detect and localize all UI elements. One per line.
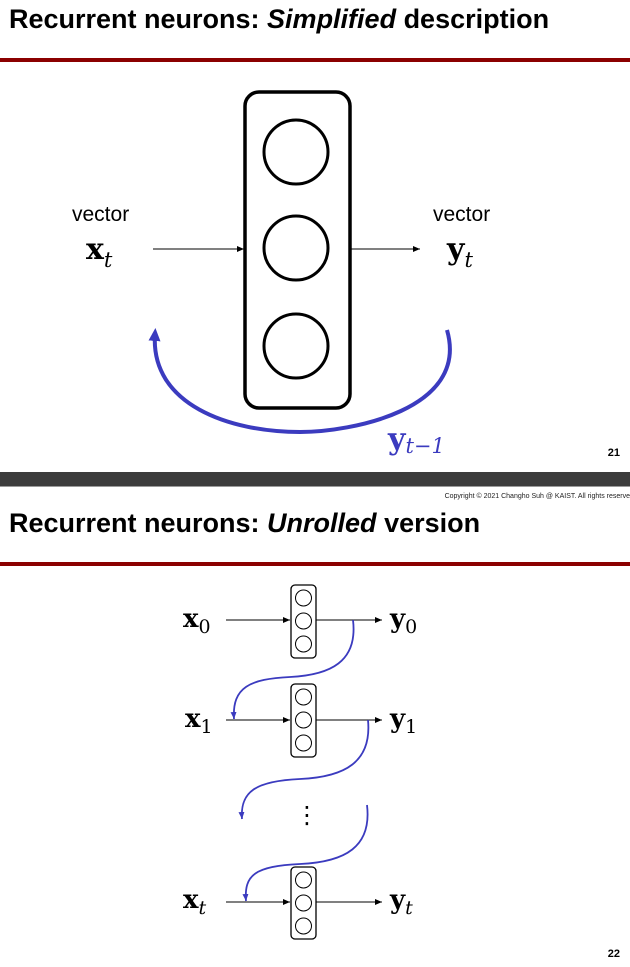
layer-box	[290, 584, 317, 659]
output-symbol: yt	[446, 232, 473, 272]
recurrent-neuron-diagram: vector xt vector yt yt−1	[72, 90, 490, 458]
input-symbol: x0	[183, 604, 211, 638]
neuron-circle	[295, 871, 312, 889]
title-suffix: version	[376, 508, 481, 538]
time-step-0: x0 y0	[183, 584, 417, 659]
ellipsis: ⋮	[295, 801, 319, 829]
time-step-1: x1 y1	[185, 683, 417, 758]
title-prefix: Recurrent neurons:	[9, 508, 268, 538]
layer-box	[243, 90, 352, 410]
layer-box	[290, 866, 317, 940]
layer-box	[290, 683, 317, 758]
slide-title: Recurrent neurons: Unrolled version	[9, 508, 480, 539]
slide-divider-line	[0, 486, 630, 487]
neuron-circle	[262, 214, 330, 282]
neuron-circle	[295, 589, 312, 607]
page-number: 22	[607, 948, 620, 960]
recurrent-arrow	[242, 804, 369, 902]
unrolled-rnn-diagram: x0 y0 x1 y1 ⋮ xt	[183, 584, 417, 940]
input-symbol: x1	[185, 704, 213, 738]
title-prefix: Recurrent neurons:	[9, 4, 268, 34]
slide-21: Recurrent neurons: Simplified descriptio…	[0, 0, 630, 472]
feedback-symbol: yt−1	[387, 422, 445, 458]
feedback-loop-arrow	[148, 328, 452, 435]
title-suffix: description	[396, 4, 550, 34]
copyright-notice: Copyright © 2021 Changho Suh @ KAIST. Al…	[444, 493, 630, 500]
neuron-circle	[295, 688, 312, 706]
title-emphasis: Unrolled	[267, 508, 377, 538]
page-number: 21	[607, 447, 620, 459]
neuron-circle	[262, 118, 330, 186]
title-rule	[0, 58, 630, 62]
neuron-circle	[295, 894, 312, 912]
slide-title: Recurrent neurons: Simplified descriptio…	[9, 4, 549, 35]
output-symbol: y1	[389, 704, 417, 738]
output-caption: vector	[433, 203, 490, 226]
neuron-circle	[295, 635, 312, 653]
input-symbol: xt	[183, 885, 207, 919]
neuron-circle	[295, 917, 312, 935]
neuron-circle	[295, 711, 312, 729]
slide-divider	[0, 472, 630, 487]
output-symbol: yt	[389, 885, 413, 919]
neuron-circle	[295, 612, 312, 630]
title-emphasis: Simplified	[267, 4, 397, 34]
slide-22: Copyright © 2021 Changho Suh @ KAIST. Al…	[0, 487, 630, 967]
recurrent-arrow	[230, 619, 355, 720]
input-caption: vector	[72, 203, 129, 226]
neuron-circle	[262, 312, 330, 380]
input-symbol: xt	[86, 232, 113, 272]
recurrent-arrow	[238, 719, 370, 820]
neuron-circle	[295, 734, 312, 752]
title-rule	[0, 562, 630, 566]
time-step-t: xt yt	[183, 866, 413, 940]
output-symbol: y0	[389, 604, 417, 638]
